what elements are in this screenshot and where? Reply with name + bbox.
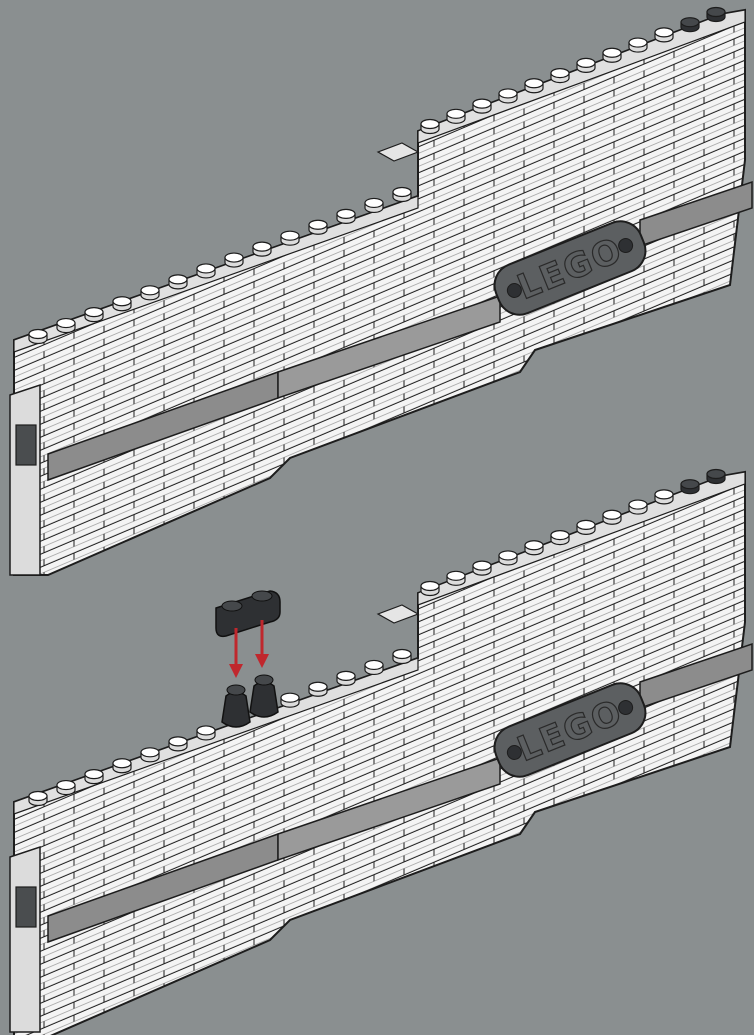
stud — [140, 747, 160, 763]
stud — [498, 550, 518, 566]
gray-tile-band-middle — [277, 294, 501, 400]
stud — [84, 769, 104, 785]
stud — [168, 274, 188, 290]
dark-cone-right — [249, 674, 279, 718]
stud — [112, 296, 132, 312]
stud — [680, 479, 700, 495]
stud — [628, 499, 648, 515]
stud — [498, 88, 518, 104]
down-arrow-left — [229, 628, 243, 678]
stud — [56, 779, 76, 796]
stud — [28, 790, 48, 807]
wall-front-face — [13, 8, 746, 576]
stud — [576, 519, 596, 536]
stud — [336, 670, 356, 686]
gray-tile-band-middle — [277, 756, 501, 862]
stud — [706, 468, 726, 485]
stud — [392, 186, 412, 203]
stud — [550, 529, 570, 546]
stud — [140, 285, 160, 301]
stud — [472, 560, 492, 576]
wall-end-cap — [9, 383, 41, 576]
stud — [112, 758, 132, 774]
stud — [576, 57, 596, 74]
stud — [446, 108, 466, 124]
wall-end-cap — [9, 845, 41, 1033]
stud — [706, 6, 726, 23]
stud — [280, 230, 300, 246]
dark-cone-left — [221, 684, 251, 728]
stud — [84, 307, 104, 323]
stud — [56, 317, 76, 334]
stud — [168, 736, 188, 752]
stud — [654, 489, 674, 505]
stud — [420, 580, 440, 597]
end-window-slot — [15, 886, 37, 928]
stud — [252, 241, 272, 257]
corner-plate-1x1 — [376, 604, 420, 624]
stud — [524, 540, 544, 556]
stud — [364, 197, 384, 214]
wall-assembly-before: LEGO — [9, 6, 753, 576]
corner-plate-1x1 — [376, 142, 420, 162]
stud — [308, 219, 328, 235]
stud — [420, 118, 440, 135]
stud — [392, 648, 412, 665]
stud — [308, 681, 328, 697]
new-parts-callout — [215, 590, 281, 728]
stud — [336, 208, 356, 224]
stud — [628, 37, 648, 53]
dark-plate-1x2 — [215, 590, 281, 638]
stud — [196, 263, 216, 279]
stud — [472, 98, 492, 114]
stud-row — [28, 6, 726, 345]
stud — [680, 17, 700, 33]
stud — [654, 27, 674, 43]
end-window-slot — [15, 424, 37, 466]
wall-front-face — [13, 470, 746, 1035]
stud-row — [28, 468, 726, 807]
stud — [602, 47, 622, 63]
stud — [28, 328, 48, 345]
stud — [550, 67, 570, 84]
stud — [224, 252, 244, 268]
stud — [446, 570, 466, 586]
wall-assembly-after: LEGO — [9, 468, 753, 1035]
stud — [196, 725, 216, 741]
stud — [280, 692, 300, 708]
down-arrow-right — [255, 620, 269, 668]
stud — [364, 659, 384, 676]
stud — [602, 509, 622, 525]
stud — [524, 78, 544, 94]
